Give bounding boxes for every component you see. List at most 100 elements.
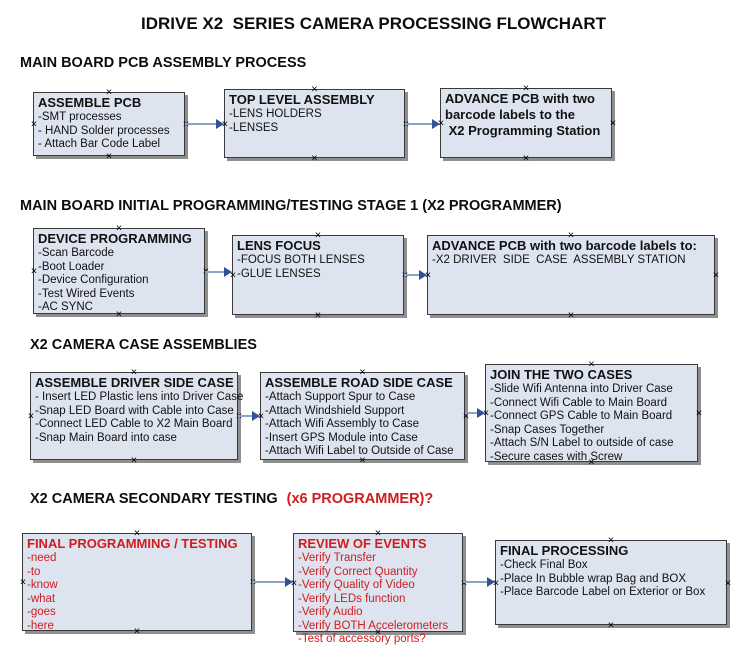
box-item: -Attach Support Spur to Case xyxy=(265,391,416,403)
section-heading-text: X2 CAMERA SECONDARY TESTING xyxy=(30,491,278,507)
connection-point-icon: × xyxy=(183,119,189,131)
box-item: -goes xyxy=(27,606,56,618)
box-item: -Attach Wifi Label to Outside of Case xyxy=(265,445,454,457)
box-title: ASSEMBLE DRIVER SIDE CASE xyxy=(35,375,234,390)
box-item: - Attach Bar Code Label xyxy=(38,138,161,150)
flow-box[interactable]: ASSEMBLE DRIVER SIDE CASE- Insert LED Pl… xyxy=(27,367,244,466)
flow-connector[interactable] xyxy=(463,581,489,583)
flow-box[interactable]: ASSEMBLE PCB-SMT processes- HAND Solder … xyxy=(30,87,189,162)
box-item: -Test Wired Events xyxy=(38,287,135,300)
flow-box[interactable]: JOIN THE TWO CASES-Slide Wifi Antenna in… xyxy=(483,359,702,468)
connection-point-icon: × xyxy=(609,117,617,130)
box-item: -Snap LED Board with Cable into Case xyxy=(35,404,234,417)
box-item: -Verify Quality of Video xyxy=(298,579,415,591)
box-item: -Attach Windshield Support xyxy=(265,404,405,417)
box-title: LENS FOCUS xyxy=(237,238,321,253)
box-item: - Insert LED Plastic lens into Driver Ca… xyxy=(35,391,244,403)
flow-connector[interactable] xyxy=(405,123,434,125)
box-item: -Test of accessory ports? xyxy=(298,633,426,645)
flow-box[interactable]: FINAL PROCESSING-Check Final Box-Place I… xyxy=(493,535,731,631)
connection-point-icon: × xyxy=(30,265,38,278)
box-item: -Device Configuration xyxy=(38,274,149,286)
connection-point-icon: × xyxy=(567,309,575,322)
flow-box[interactable]: TOP LEVEL ASSEMBLY-LENS HOLDERS-LENSES××… xyxy=(222,84,409,164)
section-heading-text: MAIN BOARD PCB ASSEMBLY PROCESS xyxy=(20,55,307,71)
box-item: -Snap Cases Together xyxy=(490,423,605,436)
box-item: -Secure cases with Screw xyxy=(490,450,623,463)
box-title: FINAL PROCESSING xyxy=(500,543,629,558)
box-item: -Verify Correct Quantity xyxy=(298,565,418,578)
flow-connector[interactable] xyxy=(404,274,421,276)
connection-point-icon: × xyxy=(522,152,530,165)
box-item: - HAND Solder processes xyxy=(38,124,170,137)
flow-box[interactable]: ASSEMBLE ROAD SIDE CASE-Attach Support S… xyxy=(258,367,469,466)
flow-connector[interactable] xyxy=(252,581,287,583)
connection-point-icon: × xyxy=(30,118,38,131)
box-title: ADVANCE PCB with two barcode labels to: xyxy=(432,238,697,253)
box-item: -Place In Bubble wrap Bag and BOX xyxy=(500,572,687,585)
box-item: -what xyxy=(27,592,56,605)
box-item: -GLUE LENSES xyxy=(237,267,321,280)
box-item: -FOCUS BOTH LENSES xyxy=(237,254,365,266)
flow-box[interactable]: DEVICE PROGRAMMING-Scan Barcode-Boot Loa… xyxy=(30,223,209,320)
box-item: -Connect GPS Cable to Main Board xyxy=(490,410,673,422)
connection-point-icon: × xyxy=(314,309,322,322)
box-item: -Verify BOTH Accelerometers xyxy=(298,619,449,632)
box-item: -to xyxy=(27,565,41,578)
flow-box[interactable]: LENS FOCUS-FOCUS BOTH LENSES-GLUE LENSES… xyxy=(230,230,408,321)
connection-point-icon: × xyxy=(19,576,27,589)
box-item: -LENSES xyxy=(229,121,279,134)
box-item: -need xyxy=(27,552,57,564)
box-title: TOP LEVEL ASSEMBLY xyxy=(229,92,375,107)
flow-connector[interactable] xyxy=(238,415,254,417)
box-item: -Verify Audio xyxy=(298,606,363,618)
flow-box[interactable]: ADVANCE PCB with two barcode labels to:-… xyxy=(425,230,719,321)
box-title: ASSEMBLE PCB xyxy=(38,95,142,110)
box-title: REVIEW OF EVENTS xyxy=(298,536,427,551)
arrow-head-icon xyxy=(252,411,260,421)
box-item: -Place Barcode Label on Exterior or Box xyxy=(500,586,706,598)
flow-box[interactable]: FINAL PROGRAMMING / TESTING-need-to-know… xyxy=(19,528,256,637)
box-item: -X2 DRIVER SIDE CASE ASSEMBLY STATION xyxy=(432,254,686,266)
box-item: -Snap Main Board into case xyxy=(35,431,177,444)
arrow-head-icon xyxy=(487,577,495,587)
box-item: -AC SYNC xyxy=(38,301,93,313)
box-title: FINAL PROGRAMMING / TESTING xyxy=(27,536,238,551)
arrow-head-icon xyxy=(477,408,485,418)
box-title: ASSEMBLE ROAD SIDE CASE xyxy=(265,375,453,390)
connection-point-icon: × xyxy=(27,410,35,423)
flow-box[interactable]: REVIEW OF EVENTS-Verify Transfer-Verify … xyxy=(291,528,467,645)
box-item: -Insert GPS Module into Case xyxy=(265,431,418,444)
flow-connector[interactable] xyxy=(465,412,479,414)
connection-point-icon: × xyxy=(311,152,318,165)
arrow-head-icon xyxy=(419,270,427,280)
connection-point-icon: × xyxy=(724,577,732,589)
connection-point-icon: × xyxy=(460,577,468,589)
box-item: -Connect Wifi Cable to Main Board xyxy=(490,396,668,409)
box-title: DEVICE PROGRAMMING xyxy=(38,231,192,246)
box-item: -Attach S/N Label to outside of case xyxy=(490,437,674,449)
box-item: -LENS HOLDERS xyxy=(229,108,322,120)
section-heading-text: X2 CAMERA CASE ASSEMBLIES xyxy=(30,337,257,353)
box-item: -Scan Barcode xyxy=(38,247,115,259)
box-item: -Verify LEDs function xyxy=(298,592,406,605)
box-item: -Check Final Box xyxy=(500,559,588,571)
box-item: -Attach Wifi Assembly to Case xyxy=(265,418,420,430)
box-item: -SMT processes xyxy=(38,111,122,123)
box-title: ADVANCE PCB with two xyxy=(445,91,595,106)
connection-point-icon: × xyxy=(607,619,615,632)
connection-point-icon: × xyxy=(402,270,408,282)
connection-point-icon: × xyxy=(236,411,242,423)
connection-point-icon: × xyxy=(250,577,256,589)
flow-connector[interactable] xyxy=(185,123,218,125)
connection-point-icon: × xyxy=(105,150,113,163)
flow-connector[interactable] xyxy=(205,271,226,273)
arrow-head-icon xyxy=(285,577,293,587)
section-heading-text: MAIN BOARD INITIAL PROGRAMMING/TESTING S… xyxy=(20,198,562,214)
box-title-line: barcode labels to the xyxy=(445,107,576,122)
connection-point-icon: × xyxy=(695,407,703,420)
arrow-head-icon xyxy=(224,267,232,277)
box-item: -Boot Loader xyxy=(38,260,105,273)
